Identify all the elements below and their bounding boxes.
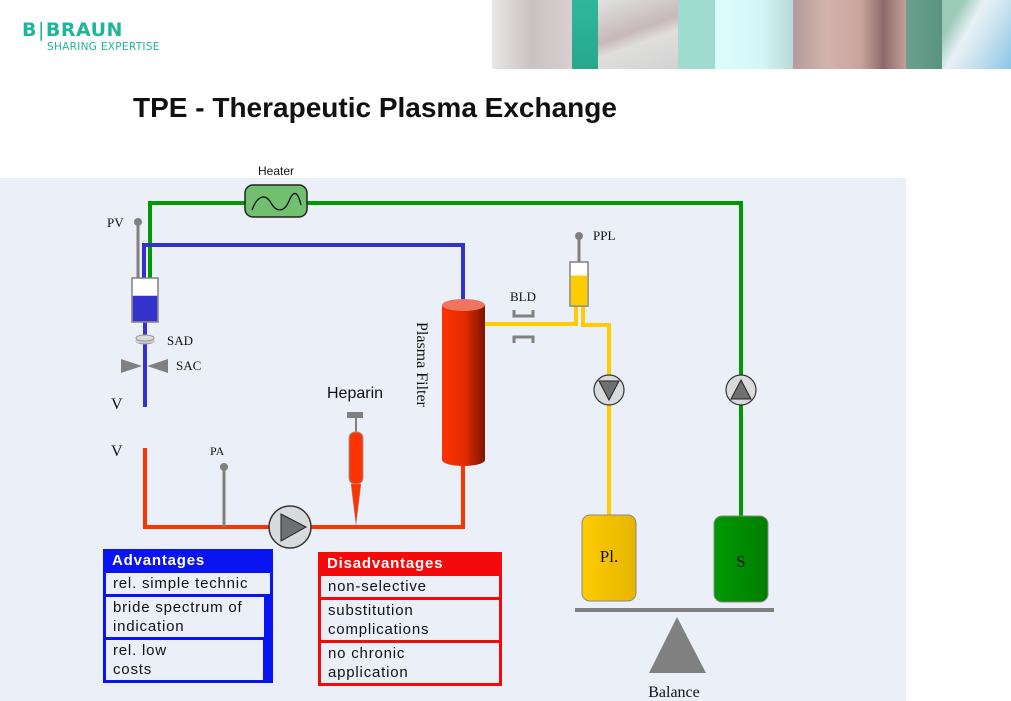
logo-brand-left: B — [22, 19, 37, 41]
substitution-pump-icon — [725, 374, 757, 406]
venous-return-line — [142, 243, 465, 300]
heparin-label: Heparin — [327, 385, 383, 402]
advantages-table: Advantages rel. simple technic bride spe… — [103, 549, 273, 683]
banner-strip — [492, 0, 572, 69]
logo-brand-right: BRAUN — [45, 19, 123, 41]
balance-fulcrum-icon — [649, 617, 706, 673]
banner-strip — [572, 0, 598, 69]
pv-sensor-icon — [134, 218, 142, 226]
banner-strip — [598, 0, 678, 69]
plasma-filter-icon — [442, 299, 485, 466]
disadvantages-item: substitution complications — [321, 600, 499, 640]
banner-strip — [678, 0, 715, 69]
sac-clamp-right-icon — [147, 359, 168, 373]
plasma-pump-icon — [593, 374, 625, 406]
heater-icon — [244, 184, 308, 218]
logo-tagline: SHARING EXPERTISE — [47, 41, 160, 53]
banner-strip — [906, 0, 942, 69]
sad-air-detector-icon — [135, 334, 155, 345]
banner-strip — [715, 0, 793, 69]
plasma-outlet-line — [485, 305, 578, 326]
advantages-item: rel. simple technic — [106, 573, 270, 594]
substitution-line — [148, 201, 743, 517]
plasma-line — [581, 305, 611, 517]
disadvantages-title: Disadvantages — [327, 555, 444, 572]
logo-separator: | — [37, 19, 45, 41]
braun-logo: B|BRAUN SHARING EXPERTISE — [22, 20, 160, 53]
plasma-drip-chamber — [569, 261, 589, 307]
page-title: TPE - Therapeutic Plasma Exchange — [133, 92, 617, 123]
disadvantages-item: no chronic application — [321, 643, 499, 683]
pa-label: PA — [210, 444, 225, 458]
heparin-syringe-icon — [347, 412, 364, 526]
plasma-filter-label: Plasma Filter — [413, 322, 430, 408]
sac-label: SAC — [176, 358, 201, 373]
venous-v-label: V — [111, 396, 123, 413]
substitution-bag-label: S — [736, 552, 745, 571]
header-banner-image — [492, 0, 1011, 69]
arterial-v-label: V — [111, 443, 123, 460]
pv-label: PV — [107, 215, 124, 230]
banner-strip — [793, 0, 906, 69]
sad-label: SAD — [167, 333, 193, 348]
disadvantages-item: non-selective — [321, 576, 499, 597]
substitution-bag-icon — [713, 515, 769, 603]
pa-sensor-icon — [220, 463, 228, 471]
disadvantages-table: Disadvantages non-selective substitution… — [318, 552, 502, 686]
balance-label: Balance — [648, 684, 700, 701]
logo-brand: B|BRAUN — [22, 20, 160, 40]
balance-beam — [575, 608, 774, 612]
advantages-item: bride spectrum of indication — [106, 597, 264, 637]
advantages-item: rel. low costs — [106, 640, 263, 680]
ppl-label: PPL — [593, 228, 615, 243]
plasma-bag-icon — [581, 514, 637, 602]
bld-label: BLD — [510, 289, 536, 304]
banner-strip — [942, 0, 1011, 69]
plasma-bag-label: Pl. — [600, 547, 618, 566]
sac-clamp-left-icon — [121, 359, 142, 373]
bld-detector-icon — [512, 310, 535, 343]
blood-pump-icon — [268, 505, 312, 549]
advantages-title: Advantages — [112, 552, 206, 569]
venous-drip-chamber — [131, 277, 159, 323]
ppl-sensor-icon — [575, 232, 583, 240]
heater-label: Heater — [258, 164, 294, 178]
